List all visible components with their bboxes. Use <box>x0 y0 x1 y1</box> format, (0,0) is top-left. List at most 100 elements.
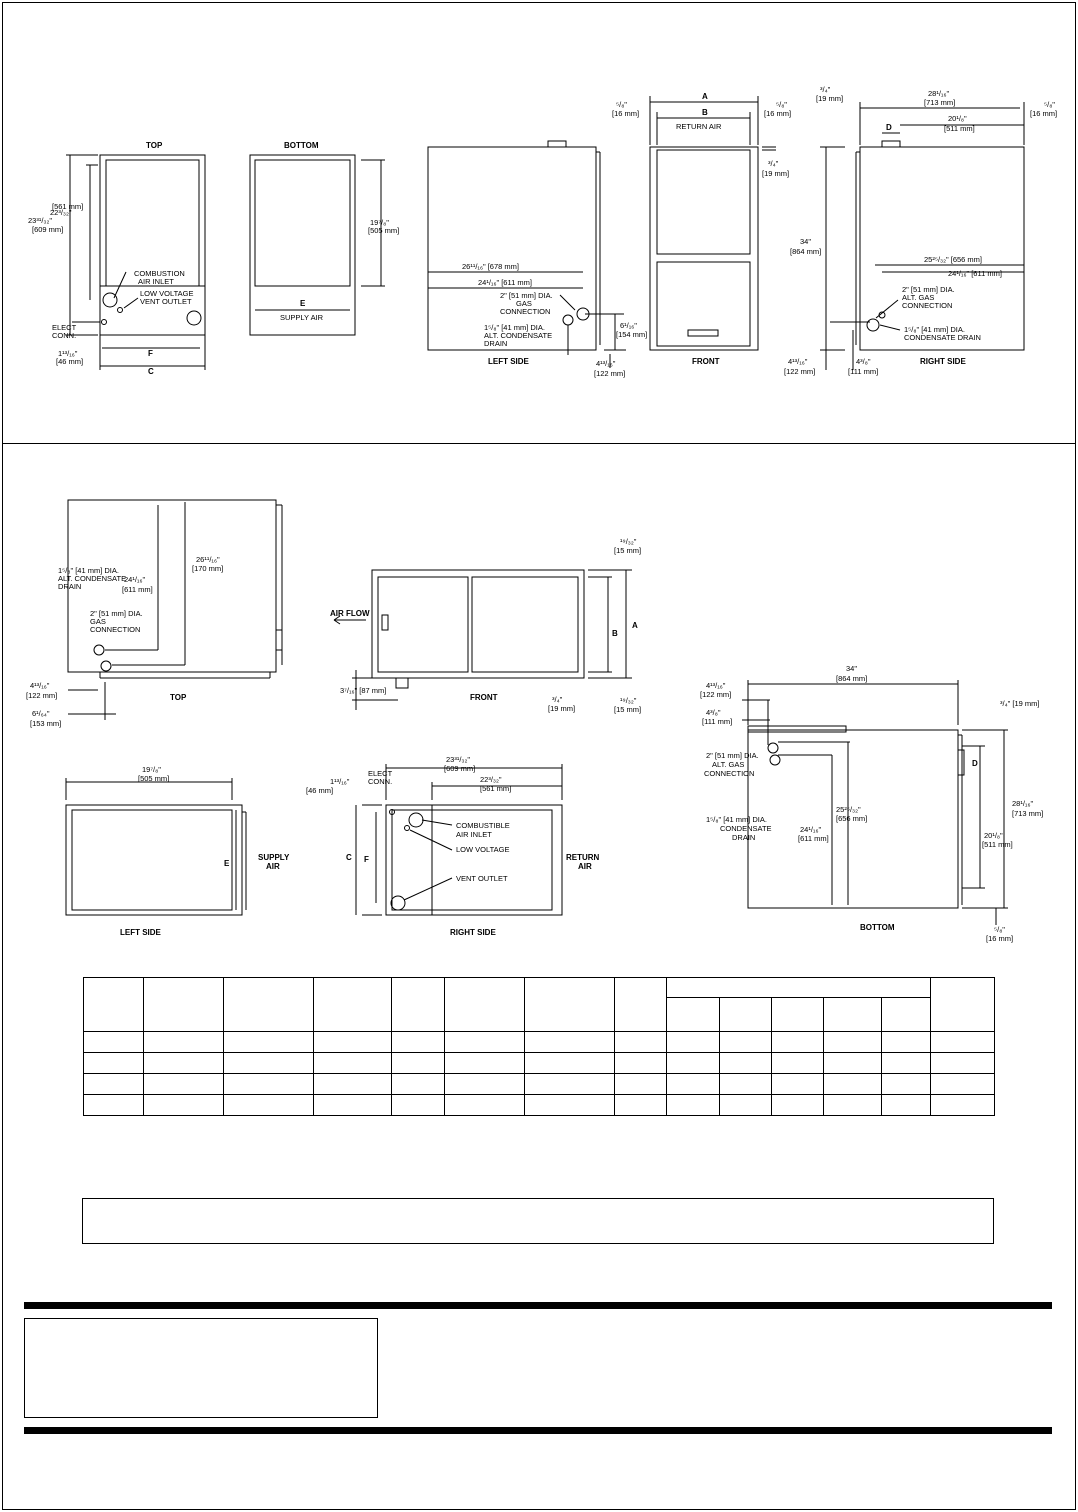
horizontal-top-dim-24: 24¹/₁₆" <box>124 575 145 584</box>
upflow-top-vent-outlet: VENT OUTLET <box>140 297 192 306</box>
upflow-top-conn: CONN. <box>52 331 76 340</box>
table-header-row <box>82 977 996 1032</box>
horizontal-right-dim-1: 1¹³/₁₆" <box>330 777 350 786</box>
upflow-right-drain: 1⁵/₈" [41 mm] DIA. <box>904 325 965 334</box>
upflow-right-dim-28: 28¹/₁₆" <box>928 89 949 98</box>
horizontal-right-return1: RETURN <box>566 853 600 862</box>
upflow-front-dim-lmm: [16 mm] <box>612 109 639 118</box>
upflow-right-dim-25: 25²⁵/₃₂" [656 mm] <box>924 255 982 264</box>
upflow-front-dim-34mm: [864 mm] <box>790 247 821 256</box>
horizontal-bottom-dim-20: 20¹/₈" <box>984 831 1003 840</box>
horizontal-bottom-dim-24mm: [611 mm] <box>798 834 829 843</box>
horizontal-left-view <box>65 778 247 916</box>
horizontal-right-f: F <box>364 855 369 864</box>
horizontal-front-title: FRONT <box>470 693 498 702</box>
upflow-top-low-voltage: LOW VOLTAGE <box>140 289 193 298</box>
horizontal-top-gas1: 2" [51 mm] DIA. <box>90 609 143 618</box>
upflow-right-dim-4: 4¹³/₁₆" <box>788 357 808 366</box>
upflow-top-dim-1: 1¹³/₁₆" <box>58 349 78 358</box>
upflow-bottom-supply: SUPPLY AIR <box>280 313 324 322</box>
upflow-left-drain2: ALT. CONDENSATE <box>484 331 552 340</box>
upflow-front-view <box>649 96 845 351</box>
upflow-right-dim-20: 20¹/₈" <box>948 114 967 123</box>
upflow-bottom-e: E <box>300 299 306 308</box>
upflow-front-b: B <box>702 108 708 117</box>
horizontal-top-gas2: GAS <box>90 617 106 626</box>
horizontal-right-elect: ELECT <box>368 769 393 778</box>
horizontal-right-dim-23: 23³¹/₃₂" <box>446 755 470 764</box>
horizontal-left-dim-19mm: [505 mm] <box>138 774 169 783</box>
horizontal-front-dim-tmm: [15 mm] <box>614 546 641 555</box>
horizontal-right-dim-23mm: [609 mm] <box>444 764 475 773</box>
horizontal-front-a: A <box>632 621 638 630</box>
horizontal-front-dim-t: ¹⁹/₃₂" <box>620 537 637 546</box>
horizontal-bottom-gas2: ALT. GAS <box>712 760 744 769</box>
horizontal-left-dim-19: 19⁷/₈" <box>142 765 161 774</box>
horizontal-front-dim-34: ³/₄" <box>552 695 563 704</box>
horizontal-front-dim-34mm: [19 mm] <box>548 704 575 713</box>
upflow-top-dim-22mm: [609 mm] <box>32 225 63 234</box>
upflow-left-dim-6mm: [154 mm] <box>616 330 647 339</box>
upflow-right-drain2: CONDENSATE DRAIN <box>904 333 981 342</box>
horizontal-top-dim-4: 4¹³/₁₆" <box>30 681 50 690</box>
horizontal-bottom-dim-5: ⁵/₈" <box>994 925 1005 934</box>
horizontal-front-b: B <box>612 629 618 638</box>
upflow-bottom-dim-19: 19⁷/₈" <box>370 218 389 227</box>
upflow-top-dim-23mm: [561 mm] <box>52 202 83 211</box>
upflow-front-dim-3: ³/₄" <box>768 159 779 168</box>
upflow-left-view <box>427 140 626 368</box>
horizontal-top-dim-24mm: [611 mm] <box>122 585 153 594</box>
upflow-right-dim-43mm: [111 mm] <box>848 367 878 376</box>
upflow-front-dim-34: 34" <box>800 237 811 246</box>
upflow-bottom-title: BOTTOM <box>284 141 319 150</box>
horizontal-bottom-drain2: CONDENSATE <box>720 824 772 833</box>
upflow-left-dim-26: 26¹¹/₁₆" [678 mm] <box>462 262 519 271</box>
upflow-front-dim-3mm: [19 mm] <box>762 169 789 178</box>
upflow-right-title: RIGHT SIDE <box>920 357 966 366</box>
upflow-right-d: D <box>886 123 892 132</box>
horizontal-bottom-d: D <box>972 759 978 768</box>
table-row <box>82 1031 996 1053</box>
upflow-right-dim-t3mm: [16 mm] <box>1030 109 1057 118</box>
table-row <box>82 1094 996 1116</box>
horizontal-front-dim-b: ¹⁹/₃₂" <box>620 696 637 705</box>
upflow-left-dim-4mm: [122 mm] <box>594 369 625 378</box>
upflow-top-elect: ELECT <box>52 323 77 332</box>
upflow-top-view <box>66 154 206 370</box>
upflow-top-f: F <box>148 349 153 358</box>
horizontal-bottom-dim-43: 4³/₈" <box>706 708 721 717</box>
note-box <box>82 1198 994 1244</box>
horizontal-right-dim-1mm: [46 mm] <box>306 786 333 795</box>
horizontal-left-supply2: AIR <box>266 862 280 871</box>
upflow-front-return: RETURN AIR <box>676 122 722 131</box>
horizontal-bottom-dim-34: 34" <box>846 664 857 673</box>
horizontal-right-vent: VENT OUTLET <box>456 874 508 883</box>
upflow-right-gas3: CONNECTION <box>902 301 952 310</box>
upflow-left-gas3: CONNECTION <box>500 307 550 316</box>
horizontal-top-dim-6: 6¹/₆₄" <box>32 709 50 718</box>
footer-rule-bottom <box>24 1427 1052 1434</box>
horizontal-top-drain3: DRAIN <box>58 582 81 591</box>
horizontal-right-c: C <box>346 853 352 862</box>
horizontal-bottom-dim-25: 25²⁵/₃₂" <box>836 805 861 814</box>
horizontal-right-comb2: AIR INLET <box>456 830 492 839</box>
horizontal-top-dim-4mm: [122 mm] <box>26 691 57 700</box>
upflow-right-dim-4mm: [122 mm] <box>784 367 815 376</box>
upflow-top-combustion: COMBUSTION <box>134 269 185 278</box>
upflow-front-title: FRONT <box>692 357 720 366</box>
horizontal-bottom-dim-5mm: [16 mm] <box>986 934 1013 943</box>
upflow-top-dim-1mm: [46 mm] <box>56 357 83 366</box>
upflow-top-title: TOP <box>146 141 163 150</box>
horizontal-bottom-dim-34mm: [864 mm] <box>836 674 867 683</box>
horizontal-right-title: RIGHT SIDE <box>450 928 496 937</box>
horizontal-left-supply1: SUPPLY <box>258 853 290 862</box>
horizontal-bottom-dim-28: 28¹/₁₆" <box>1012 799 1033 808</box>
horizontal-front-dim-3: 3⁷/₁₆" [87 mm] <box>340 686 386 695</box>
horizontal-top-view <box>67 499 283 720</box>
upflow-top-c: C <box>148 367 154 376</box>
horizontal-right-dim-22mm: [561 mm] <box>480 784 511 793</box>
upflow-left-drain3: DRAIN <box>484 339 507 348</box>
horizontal-bottom-drain3: DRAIN <box>732 833 755 842</box>
upflow-right-dim-24: 24¹/₁₆" [611 mm] <box>948 269 1002 278</box>
upflow-front-dim-l: ⁵/₈" <box>616 100 627 109</box>
